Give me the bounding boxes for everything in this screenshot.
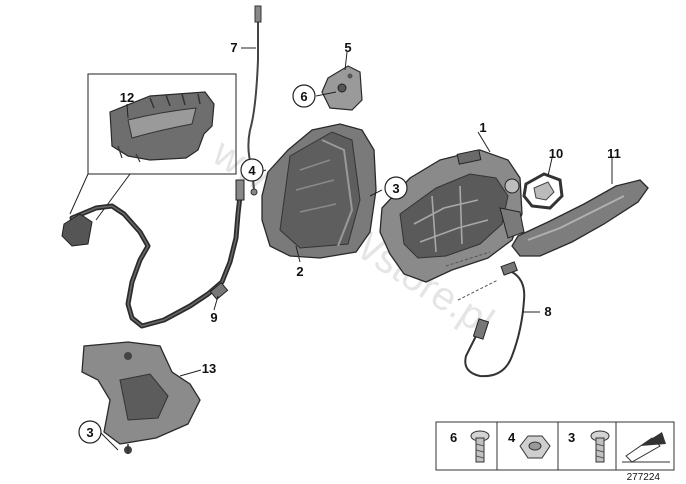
bowden-cable-part-9[interactable] — [61, 179, 245, 329]
lock-cover-part-2[interactable] — [261, 123, 377, 259]
exterior-handle-part-11[interactable] — [511, 179, 649, 257]
callout-1: 1 — [479, 120, 486, 135]
callout-5: 5 — [344, 40, 351, 55]
callout-6: 6 — [300, 89, 307, 104]
nut-icon — [519, 435, 551, 459]
callout-7: 7 — [230, 40, 237, 55]
callout-3a: 3 — [392, 181, 399, 196]
hardware-legend: 6 4 3 — [435, 421, 675, 471]
callout-3b: 3 — [86, 425, 93, 440]
gasket-part-10[interactable] — [522, 172, 564, 210]
callout-4: 4 — [248, 163, 256, 178]
callout-8: 8 — [544, 304, 551, 319]
bracket-part-5[interactable] — [321, 65, 363, 111]
callout-13: 13 — [202, 361, 216, 376]
interior-handle-part-12[interactable] — [109, 91, 215, 163]
bolt-icon — [590, 430, 610, 463]
screw-icon — [470, 430, 490, 463]
arrow-symbol-icon — [622, 432, 670, 463]
diagram-number: 277224 — [627, 472, 661, 483]
wire-part-8[interactable] — [445, 251, 526, 378]
callout-10: 10 — [549, 146, 563, 161]
legend-label-4: 4 — [508, 430, 516, 445]
callout-3-circled-plate: 3 — [78, 420, 102, 444]
callout-6-circled: 6 — [292, 84, 316, 108]
callout-9: 9 — [210, 310, 217, 325]
callout-3-circled-lock: 3 — [384, 176, 408, 200]
inset-box-part-12 — [69, 73, 237, 221]
callout-12: 12 — [120, 90, 134, 105]
support-plate-part-13[interactable] — [81, 341, 201, 454]
callout-2: 2 — [296, 264, 303, 279]
legend-label-6: 6 — [450, 430, 457, 445]
callout-4-circled: 4 — [240, 158, 264, 182]
lock-mechanism-part-1[interactable] — [379, 149, 525, 283]
callout-11: 11 — [607, 146, 621, 161]
legend-label-3: 3 — [568, 430, 575, 445]
